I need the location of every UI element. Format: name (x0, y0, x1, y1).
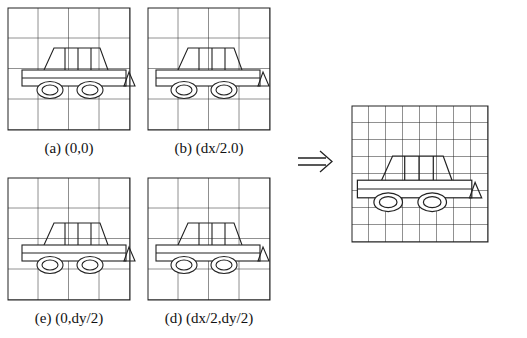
grid-panel (148, 178, 270, 300)
fine-grid-panel (352, 106, 488, 242)
panel-caption: (e) (0,dy/2) (35, 310, 103, 327)
panel-caption: (a) (0,0) (44, 140, 93, 157)
grid-panel (8, 8, 135, 130)
grid-panel (148, 8, 270, 130)
double-arrow (298, 151, 332, 172)
panel-caption: (d) (dx/2,dy/2) (165, 310, 253, 327)
panel-caption: (b) (dx/2.0) (174, 140, 243, 157)
grid-panel (8, 178, 135, 300)
